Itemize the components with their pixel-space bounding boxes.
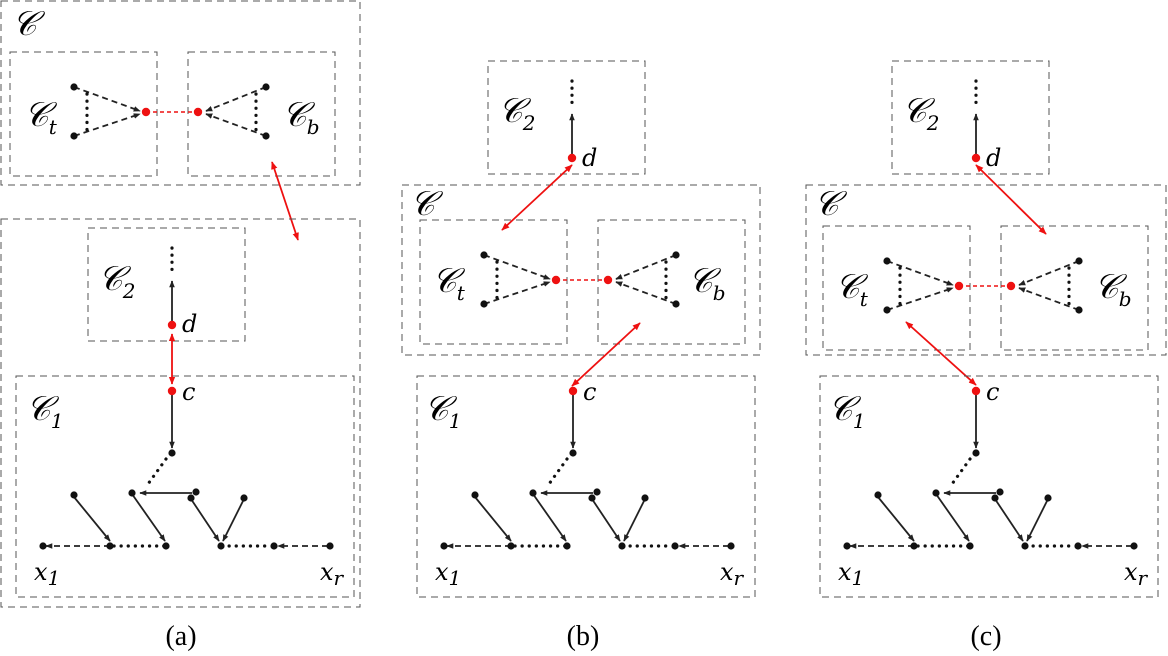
vertex-xr-label: xr: [1124, 558, 1149, 590]
panel-a: 𝒞 𝒞t 𝒞b 𝒞2 d 𝒞1 c x1 xr (a): [0, 0, 361, 652]
clique-label: 𝒞: [410, 184, 444, 224]
vertex-x1-label: x1: [435, 558, 461, 590]
caption-a: (a): [165, 621, 196, 652]
vertex-c-label: c: [583, 378, 596, 406]
chain-one-label: 𝒞1: [424, 389, 462, 433]
clique-bottom-label: 𝒞b: [1094, 267, 1132, 311]
vertex-c: [971, 386, 981, 396]
clique-label: 𝒞: [12, 4, 46, 44]
chain-two-label: 𝒞2: [902, 91, 940, 135]
lower-container-box: [0, 218, 361, 608]
vertex-c-label: c: [182, 378, 195, 406]
clique-top-label: 𝒞t: [835, 267, 869, 311]
chain-one-gadget: [16, 376, 354, 597]
clique-bottom-label: 𝒞b: [282, 95, 320, 139]
clique-label: 𝒞: [814, 184, 848, 224]
vertex-x1-label: x1: [838, 558, 864, 590]
swap-edge-bottom: [571, 322, 641, 387]
swap-edge: [271, 161, 299, 241]
vertex-xr-label: xr: [720, 558, 745, 590]
panel-b: 𝒞2 d 𝒞 𝒞t 𝒞b 𝒞1 c x1 xr (b): [401, 61, 761, 652]
vertex-c: [167, 386, 177, 396]
chain-two-label: 𝒞2: [498, 91, 536, 135]
swap-edge-bottom: [905, 321, 977, 386]
caption-b: (b): [567, 621, 600, 652]
vertex-d-label: d: [182, 310, 197, 338]
chain-two-label: 𝒞2: [98, 259, 136, 303]
chain-one-gadget: [820, 376, 1158, 597]
clique-top-label: 𝒞t: [24, 95, 58, 139]
caption-c: (c): [970, 621, 1001, 652]
clique-top-label: 𝒞t: [432, 261, 466, 305]
vertex-c: [568, 386, 578, 396]
vertex-xr-label: xr: [320, 558, 345, 590]
vertex-d-label: d: [986, 144, 1001, 172]
vertex-x1-label: x1: [34, 558, 60, 590]
chain-one-label: 𝒞1: [828, 389, 866, 433]
swap-edge-top: [975, 164, 1047, 235]
swap-edge-top: [501, 164, 573, 231]
panel-c: 𝒞2 d 𝒞 𝒞t 𝒞b 𝒞1 c x1 xr (c): [805, 61, 1167, 652]
clique-box: [0, 0, 361, 186]
vertex-d-label: d: [582, 144, 597, 172]
chain-one-gadget: [417, 376, 755, 597]
vertex-c-label: c: [986, 378, 999, 406]
chain-one-label: 𝒞1: [26, 389, 64, 433]
clique-bottom-label: 𝒞b: [688, 261, 726, 305]
